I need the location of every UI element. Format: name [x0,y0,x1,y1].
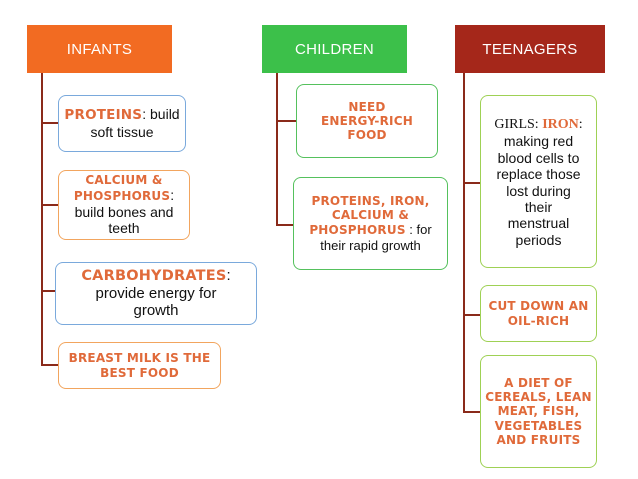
children-connector-2 [276,224,293,226]
children-header: CHILDREN [262,25,407,73]
infants-calcium-rest2: build bones and [74,203,174,220]
teenagers-oil-box: CUT DOWN AN OIL-RICH [480,285,597,342]
teenagers-girls-text-5: their [524,198,553,215]
children-energy-line1: NEED [348,99,386,114]
infants-carbs-box: CARBOHYDRATES: provide energy for growth [55,262,257,325]
teenagers-diet-line2: CEREALS, LEAN [485,390,592,405]
children-proteins-key1: PROTEINS, IRON, [311,194,430,209]
teenagers-girls-suffix: : [578,117,583,132]
children-proteins-key2: CALCIUM & [331,208,410,223]
infants-connector-3 [41,290,55,292]
infants-connector-vertical [41,73,43,365]
infants-carbs-line1: CARBOHYDRATES: [81,267,230,285]
infants-connector-1 [41,122,58,124]
teenagers-girls-prefix: GIRLS: [494,117,543,132]
children-proteins-box: PROTEINS, IRON, CALCIUM & PHOSPHORUS : f… [293,177,448,270]
infants-milk-box: BREAST MILK IS THE BEST FOOD [58,342,221,389]
teenagers-girls-text-7: periods [515,231,562,248]
teenagers-girls-text-4: lost during [506,182,571,199]
teenagers-girls-text-2: blood cells to [497,149,580,166]
teenagers-girls-text-6: menstrual [507,215,570,232]
teenagers-connector-2 [463,314,480,316]
children-proteins-key3: PHOSPHORUS [309,223,406,238]
teenagers-diet-line3: MEAT, FISH, [497,404,580,419]
children-energy-box: NEED ENERGY-RICH FOOD [296,84,438,158]
teenagers-girls-key: IRON [542,117,579,132]
infants-connector-4 [41,364,58,366]
children-connector-vertical [276,73,278,226]
infants-calcium-box: CALCIUM & PHOSPHORUS: build bones and te… [58,170,190,240]
children-energy-line3: FOOD [347,128,387,143]
teenagers-girls-text-1: making red [503,133,574,150]
infants-proteins-line1: PROTEINS: build [64,106,179,124]
infants-proteins-line2: soft tissue [90,124,154,141]
teenagers-connector-1 [463,182,480,184]
infants-calcium-key2: PHOSPHORUS [73,189,171,204]
children-proteins-line3: PHOSPHORUS : for [309,222,431,237]
teenagers-header: TEENAGERS [455,25,605,73]
infants-header-label: INFANTS [66,40,133,58]
teenagers-connector-3 [463,411,480,413]
infants-proteins-key: PROTEINS [64,107,143,124]
teenagers-oil-line2: OIL-RICH [507,313,570,328]
infants-milk-line2: BEST FOOD [100,365,179,380]
teenagers-girls-line1: GIRLS: IRON: [494,115,582,133]
children-energy-line2: ENERGY-RICH [321,113,413,128]
infants-milk-line1: BREAST MILK IS THE [68,351,211,366]
infants-connector-2 [41,204,58,206]
teenagers-connector-vertical [463,73,465,413]
teenagers-diet-line5: AND FRUITS [496,432,581,447]
infants-carbs-rest3: growth [133,302,179,320]
teenagers-diet-box: A DIET OF CEREALS, LEAN MEAT, FISH, VEGE… [480,355,597,468]
teenagers-diet-line1: A DIET OF [504,376,573,391]
teenagers-diet-line4: VEGETABLES [494,418,583,433]
infants-proteins-rest1: : build [142,106,180,123]
infants-calcium-rest3: teeth [108,220,140,237]
infants-calcium-line2: PHOSPHORUS: [74,187,174,203]
infants-carbs-key: CARBOHYDRATES [81,267,227,284]
infants-calcium-rest1: : [170,187,175,204]
infants-carbs-rest1: : [226,266,231,284]
infants-carbs-rest2: provide energy for [95,284,217,302]
infants-calcium-key1: CALCIUM & [85,173,163,188]
children-connector-1 [276,120,296,122]
teenagers-girls-text-3: replace those [496,166,581,183]
children-header-label: CHILDREN [294,40,375,58]
teenagers-header-label: TEENAGERS [482,40,578,58]
teenagers-oil-line1: CUT DOWN AN [488,299,589,314]
infants-header: INFANTS [27,25,172,73]
teenagers-girls-box: GIRLS: IRON: making red blood cells to r… [480,95,597,268]
children-proteins-rest2: their rapid growth [320,237,421,253]
infants-proteins-box: PROTEINS: build soft tissue [58,95,186,152]
children-proteins-rest1: : for [405,222,432,238]
